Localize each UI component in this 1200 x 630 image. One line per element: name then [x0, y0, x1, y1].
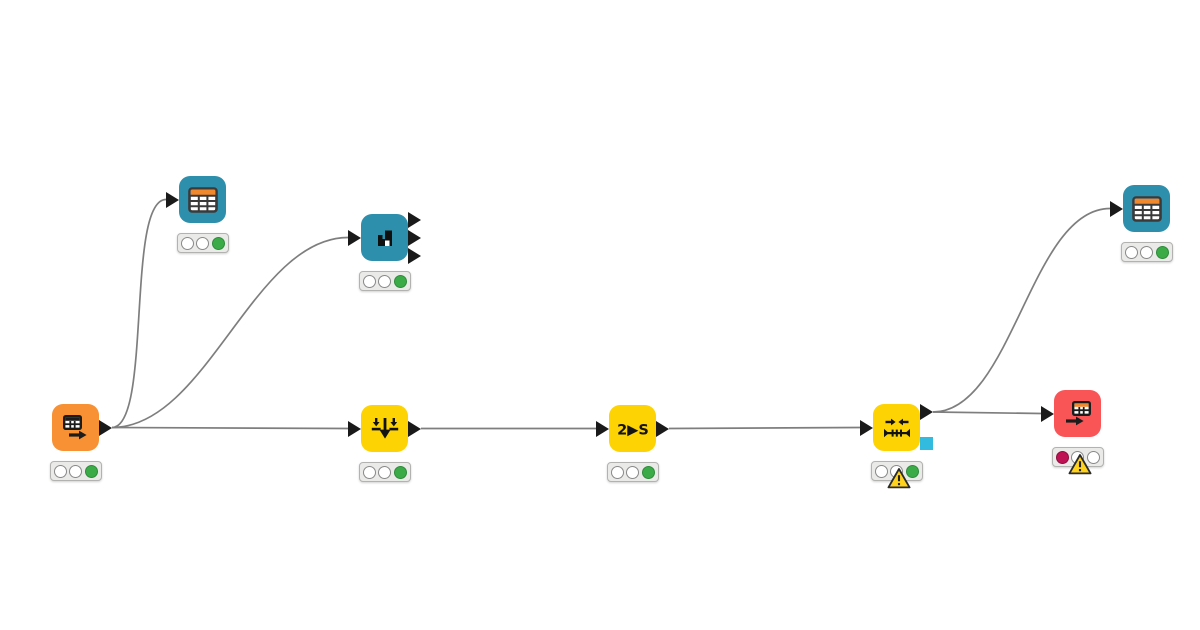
- traffic-bulb-off: [1124, 245, 1138, 259]
- traffic-bulb-off: [874, 464, 888, 478]
- table-creator[interactable]: [49, 404, 112, 481]
- traffic-light: [358, 271, 411, 291]
- number-to-string-icon: 2▶S: [615, 417, 651, 441]
- normalizer[interactable]: [860, 404, 933, 489]
- traffic-bulb-off: [180, 236, 194, 250]
- traffic-bulb-off: [196, 236, 209, 250]
- output-port[interactable]: [99, 419, 112, 436]
- output-port[interactable]: [656, 420, 669, 437]
- connection-number-to-string-to-normalizer[interactable]: [668, 426, 861, 430]
- normalizer-icon: [882, 416, 912, 440]
- sort-descending-icon: [370, 416, 400, 441]
- traffic-bulb-off: [378, 274, 391, 288]
- number-to-string[interactable]: 2▶S: [596, 405, 669, 482]
- node-icon-text: 2▶S: [617, 422, 649, 438]
- connection-normalizer-to-table-writer[interactable]: [932, 411, 1042, 415]
- traffic-bulb-off: [378, 465, 391, 479]
- traffic-bulb-green: [393, 274, 407, 288]
- traffic-bulb-off: [626, 465, 639, 479]
- table-input-icon: [1064, 400, 1092, 427]
- output-port[interactable]: [408, 420, 421, 437]
- warning-icon: [887, 467, 911, 490]
- traffic-bulb-off: [1086, 450, 1100, 464]
- warning-icon: [1068, 453, 1092, 476]
- connection-table-creator-to-sorter[interactable]: [111, 426, 349, 430]
- input-port[interactable]: [596, 420, 609, 437]
- histogram-view[interactable]: [348, 212, 421, 291]
- traffic-bulb-off: [53, 464, 67, 478]
- connection-table-creator-to-histogram-view[interactable]: [111, 236, 349, 429]
- traffic-bulb-off: [610, 465, 624, 479]
- sorter[interactable]: [348, 405, 421, 482]
- input-port[interactable]: [348, 229, 361, 246]
- input-port[interactable]: [348, 420, 361, 437]
- traffic-bulb-green: [211, 236, 225, 250]
- traffic-light: [176, 233, 229, 253]
- output-port[interactable]: [408, 248, 421, 264]
- traffic-light: [358, 462, 411, 482]
- output-port[interactable]: [920, 404, 933, 420]
- table-writer[interactable]: [1041, 390, 1104, 475]
- data-table-icon: [187, 186, 218, 213]
- table-view-right[interactable]: [1110, 185, 1173, 262]
- output-port[interactable]: [408, 230, 421, 246]
- traffic-light: [606, 462, 659, 482]
- data-table-icon: [1131, 195, 1162, 222]
- input-port[interactable]: [860, 419, 873, 436]
- input-port[interactable]: [1110, 200, 1123, 217]
- input-port[interactable]: [1041, 405, 1054, 422]
- traffic-light: [49, 461, 102, 481]
- table-output-icon: [62, 414, 90, 441]
- connection-normalizer-to-table-view-right[interactable]: [932, 207, 1111, 413]
- traffic-bulb-green: [1155, 245, 1169, 259]
- connection-table-creator-to-table-view-top[interactable]: [111, 198, 167, 429]
- traffic-bulb-off: [362, 465, 376, 479]
- histogram-icon: [374, 227, 396, 249]
- traffic-bulb-green: [393, 465, 407, 479]
- traffic-bulb-off: [1140, 245, 1153, 259]
- model-output-port[interactable]: [920, 437, 933, 450]
- traffic-light: [1051, 447, 1104, 467]
- traffic-bulb-off: [362, 274, 376, 288]
- traffic-bulb-red: [1055, 450, 1069, 464]
- traffic-bulb-off: [69, 464, 82, 478]
- input-port[interactable]: [166, 191, 179, 208]
- traffic-light: [1120, 242, 1173, 262]
- traffic-bulb-green: [905, 464, 919, 478]
- traffic-bulb-green: [84, 464, 98, 478]
- output-port[interactable]: [408, 212, 421, 228]
- table-view-top[interactable]: [166, 176, 229, 253]
- traffic-bulb-green: [641, 465, 655, 479]
